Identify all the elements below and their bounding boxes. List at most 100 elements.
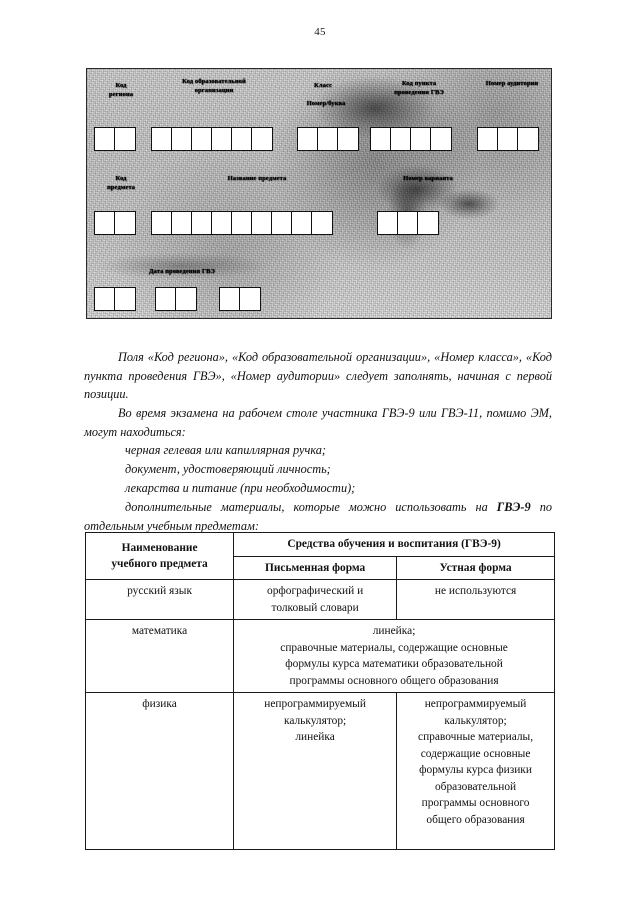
- form-cell[interactable]: [176, 288, 196, 310]
- form-cell[interactable]: [95, 128, 115, 150]
- cell-written-physics: непрограммируемый калькулятор; линейка: [233, 692, 398, 850]
- form-cell[interactable]: [338, 128, 358, 150]
- form-cell[interactable]: [478, 128, 498, 150]
- form-label-gve-date: Дата проведения ГВЭ: [148, 268, 216, 275]
- phys-oral-line2: калькулятор;: [444, 714, 507, 727]
- form-cell[interactable]: [95, 288, 115, 310]
- form-cell[interactable]: [152, 212, 172, 234]
- list-item-additional-materials: дополнительные материалы, которые можно …: [84, 498, 552, 535]
- form-boxes-region-code[interactable]: [94, 127, 136, 151]
- form-label-room-number: Номер аудитории: [485, 80, 539, 87]
- cell-merged-mathematics: линейка; справочные материалы, содержащи…: [233, 619, 555, 693]
- phys-oral-line3: справочные материалы,: [418, 731, 534, 743]
- form-cell[interactable]: [252, 212, 272, 234]
- form-boxes-variant-number[interactable]: [377, 211, 439, 235]
- header-oral-form: Устная форма: [396, 555, 555, 580]
- table-row-russian: русский язык орфографический и толковый …: [84, 579, 555, 620]
- form-label-subject-name: Название предмета: [227, 175, 287, 182]
- form-cell[interactable]: [212, 128, 232, 150]
- phys-oral-line1: непрограммируемый: [424, 698, 527, 710]
- form-cell[interactable]: [172, 212, 192, 234]
- gve9-emphasis: ГВЭ-9: [496, 500, 531, 514]
- cell-oral-russian: не используются: [396, 579, 555, 620]
- form-cell[interactable]: [418, 212, 438, 234]
- header-means-of-training: Средства обучения и воспитания (ГВЭ-9): [233, 532, 555, 557]
- header-subject-name-line2: учебного предмета: [111, 558, 208, 570]
- form-cell[interactable]: [115, 288, 135, 310]
- scan-smudge: [439, 189, 499, 219]
- table-row-physics: физика непрограммируемый калькулятор; ли…: [84, 692, 555, 850]
- form-boxes-gve-date-day[interactable]: [94, 287, 136, 311]
- phys-oral-line4: содержащие основные: [420, 747, 531, 760]
- form-label-variant-number: Номер варианта: [403, 175, 453, 182]
- form-cell[interactable]: [431, 128, 451, 150]
- header-written-form: Письменная форма: [233, 555, 398, 580]
- cell-subject-russian: русский язык: [84, 579, 235, 620]
- form-boxes-room-number[interactable]: [477, 127, 539, 151]
- form-cell[interactable]: [411, 128, 431, 150]
- phys-oral-line8: общего образования: [426, 813, 525, 826]
- form-cell[interactable]: [232, 212, 252, 234]
- cell-subject-physics: физика: [84, 692, 235, 850]
- header-subject-name: Наименование учебного предмета: [84, 532, 235, 580]
- form-cell[interactable]: [156, 288, 176, 310]
- form-boxes-gve-venue-code[interactable]: [370, 127, 452, 151]
- form-cell[interactable]: [240, 288, 260, 310]
- form-cell[interactable]: [252, 128, 272, 150]
- form-cell[interactable]: [391, 128, 411, 150]
- paragraph-field-instructions: Поля «Код региона», «Код образовательной…: [84, 350, 552, 402]
- additional-materials-text-before: дополнительные материалы, которые можно …: [125, 500, 497, 514]
- table-header-row-1: Наименование учебного предмета Средства …: [84, 532, 555, 580]
- phys-written-line3: линейка: [295, 731, 335, 743]
- math-line3: формулы курса математики образовательной: [285, 658, 503, 670]
- form-cell[interactable]: [318, 128, 338, 150]
- form-cell[interactable]: [292, 212, 312, 234]
- form-cell[interactable]: [312, 212, 332, 234]
- list-item-id-document: документ, удостоверяющий личность;: [125, 462, 331, 476]
- subjects-materials-table: Наименование учебного предмета Средства …: [84, 532, 555, 850]
- paragraph-exam-desk-items: Во время экзамена на рабочем столе участ…: [84, 406, 552, 439]
- form-cell[interactable]: [232, 128, 252, 150]
- phys-written-line1: непрограммируемый: [264, 698, 366, 710]
- form-cell[interactable]: [192, 212, 212, 234]
- form-cell[interactable]: [498, 128, 518, 150]
- math-line1: линейка;: [372, 625, 416, 637]
- form-cell[interactable]: [95, 212, 115, 234]
- form-cell[interactable]: [212, 212, 232, 234]
- form-boxes-organization-code[interactable]: [151, 127, 273, 151]
- form-cell[interactable]: [192, 128, 212, 150]
- form-cell[interactable]: [371, 128, 391, 150]
- form-cell[interactable]: [518, 128, 538, 150]
- form-cell[interactable]: [220, 288, 240, 310]
- form-boxes-subject-code[interactable]: [94, 211, 136, 235]
- form-cell[interactable]: [378, 212, 398, 234]
- form-cell[interactable]: [115, 128, 135, 150]
- form-cell[interactable]: [272, 212, 292, 234]
- form-boxes-subject-name[interactable]: [151, 211, 333, 235]
- list-item-pen: черная гелевая или капиллярная ручка;: [125, 443, 327, 457]
- additional-materials-text-after: по отдельным учебным предметам:: [84, 500, 552, 533]
- scan-smudge: [377, 165, 457, 213]
- form-label-class-number-letter: Номер/буква: [306, 100, 346, 107]
- form-cell[interactable]: [298, 128, 318, 150]
- form-boxes-class-number-letter[interactable]: [297, 127, 359, 151]
- form-cell[interactable]: [172, 128, 192, 150]
- list-item-medicine-food: лекарства и питание (при необходимости);: [125, 481, 356, 495]
- form-cell[interactable]: [398, 212, 418, 234]
- form-cell[interactable]: [152, 128, 172, 150]
- form-boxes-gve-date-year[interactable]: [219, 287, 261, 311]
- written-russian-line1: орфографический и: [267, 585, 364, 597]
- form-boxes-gve-date-month[interactable]: [155, 287, 197, 311]
- math-line2: справочные материалы, содержащие основны…: [280, 641, 508, 654]
- cell-oral-physics: непрограммируемый калькулятор; справочны…: [396, 692, 555, 850]
- form-cell[interactable]: [115, 212, 135, 234]
- cell-subject-mathematics: математика: [84, 619, 235, 693]
- phys-oral-line7: программы основного: [421, 797, 530, 809]
- header-subject-name-line1: Наименование: [121, 541, 198, 554]
- phys-oral-line5: формулы курса физики: [419, 764, 532, 776]
